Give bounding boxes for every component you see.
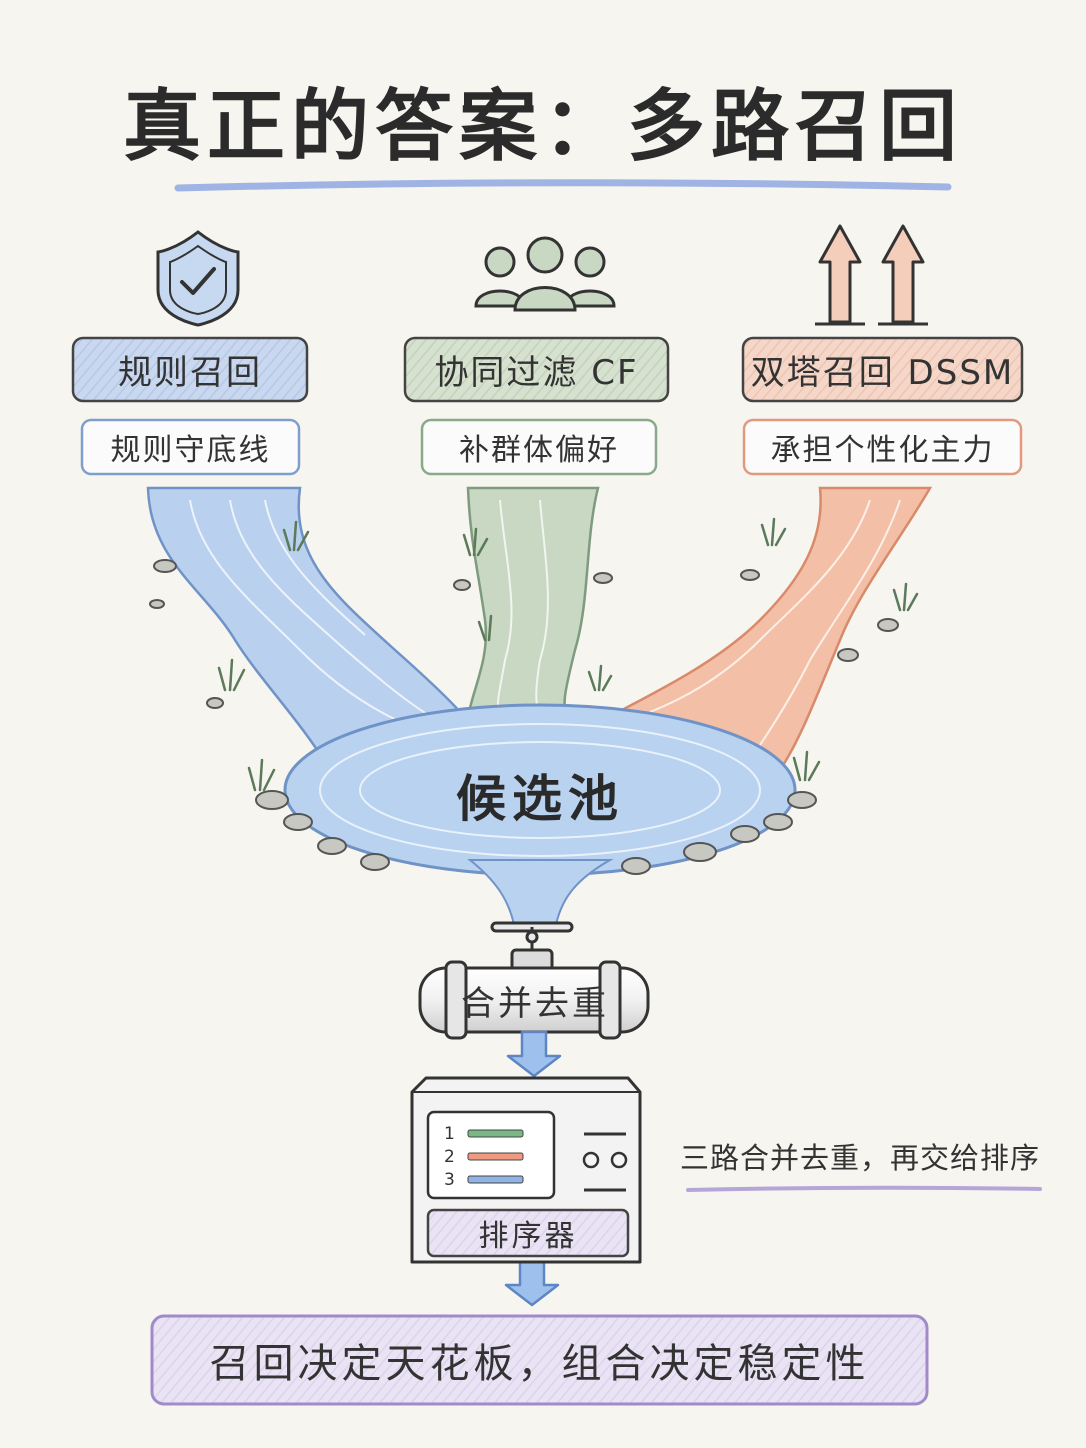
route-sublabel-rule: 规则守底线 bbox=[110, 433, 271, 468]
pool-outflow bbox=[467, 859, 614, 931]
route-sub-dssm bbox=[742, 418, 1023, 476]
page-title: 真正的答案：多路召回 bbox=[122, 82, 963, 172]
side-note: 三路合并去重，再交给排序 bbox=[680, 1141, 1041, 1175]
route-label-dssm: 双塔召回 DSSM bbox=[750, 353, 1015, 393]
title-underline bbox=[174, 179, 952, 192]
valve-icon bbox=[490, 921, 574, 972]
route-sub-cf bbox=[420, 418, 658, 476]
users-group-icon bbox=[474, 236, 616, 312]
merge-pipe bbox=[418, 960, 650, 1040]
shield-check-icon bbox=[156, 230, 240, 327]
double-arrow-up-icon bbox=[815, 224, 928, 326]
conclusion-box bbox=[150, 1314, 929, 1406]
sorter-bar-3 bbox=[467, 1175, 524, 1184]
note-underline bbox=[686, 1185, 1042, 1192]
arrow-down-icon bbox=[506, 1030, 562, 1078]
pipe-label: 合并去重 bbox=[461, 983, 609, 1024]
route-box-rule bbox=[71, 336, 309, 403]
route-label-cf: 协同过滤 CF bbox=[434, 353, 639, 393]
route-label-rule: 规则召回 bbox=[118, 353, 262, 393]
sorter-item-number: 3 bbox=[444, 1170, 455, 1190]
sorter-item-number: 1 bbox=[444, 1124, 455, 1144]
stream-cf bbox=[466, 486, 600, 722]
sorter-bar-1 bbox=[467, 1129, 524, 1138]
route-sublabel-dssm: 承担个性化主力 bbox=[770, 433, 995, 468]
route-sublabel-cf: 补群体偏好 bbox=[459, 433, 619, 468]
arrow-down-icon bbox=[504, 1260, 560, 1307]
route-box-dssm bbox=[741, 336, 1024, 403]
route-box-cf bbox=[403, 336, 670, 403]
sorter-item-number: 2 bbox=[444, 1147, 455, 1167]
route-sub-rule bbox=[80, 418, 301, 476]
sorter-label: 排序器 bbox=[478, 1219, 578, 1254]
pool-label: 候选池 bbox=[456, 770, 624, 828]
conclusion-text: 召回决定天花板，组合决定稳定性 bbox=[209, 1341, 870, 1387]
sorter-bar-2 bbox=[467, 1152, 524, 1161]
